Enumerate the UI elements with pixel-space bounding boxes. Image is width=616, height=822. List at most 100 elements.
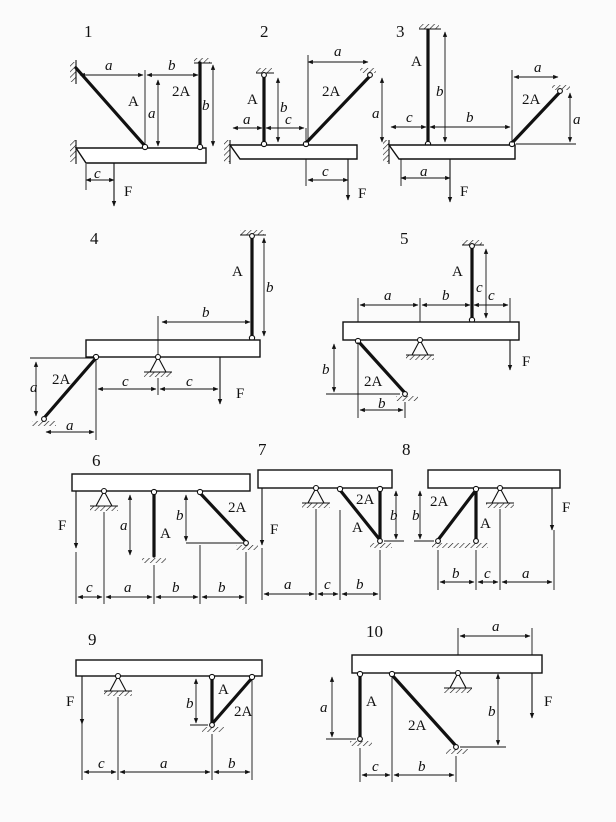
dimension-label: c bbox=[406, 110, 413, 126]
rigid-beam bbox=[351, 654, 543, 674]
dimension-label: c bbox=[86, 580, 93, 596]
rod-2A bbox=[198, 491, 248, 544]
dimension-label: c bbox=[94, 166, 101, 182]
scheme-number: 6 bbox=[92, 451, 101, 470]
dimension-label: a bbox=[160, 756, 168, 772]
ceiling-support bbox=[419, 24, 439, 29]
dimension-label: b bbox=[322, 362, 330, 378]
dimension-label: c bbox=[324, 577, 331, 593]
scheme-1: 1 a b a b c A 2A F bbox=[70, 22, 216, 207]
area-label: A bbox=[218, 682, 229, 698]
dimension-label: c bbox=[98, 756, 105, 772]
dimension-label: b bbox=[412, 508, 420, 524]
ceiling-support bbox=[194, 58, 210, 63]
area-label: A bbox=[128, 94, 139, 110]
rigid-beam bbox=[387, 144, 516, 160]
dimension-label: c bbox=[476, 280, 483, 296]
rod-A bbox=[74, 66, 147, 148]
area-label: A bbox=[366, 694, 377, 710]
ceiling-support bbox=[462, 240, 482, 245]
dimension-label: c bbox=[488, 288, 495, 304]
dimension-label: b bbox=[378, 396, 386, 412]
dimension-label: b bbox=[186, 696, 194, 712]
area-label: A bbox=[452, 264, 463, 280]
scheme-8: 8 b b c a 2A A F bbox=[402, 440, 570, 590]
force-label: F bbox=[124, 184, 132, 200]
scheme-number: 10 bbox=[366, 622, 383, 641]
rod-A bbox=[338, 488, 382, 542]
scheme-3: 3 b c b a a a A 2A F bbox=[383, 22, 581, 203]
dimension-label: b bbox=[266, 280, 274, 296]
force-label: F bbox=[522, 354, 530, 370]
dimension-label: a bbox=[148, 106, 156, 122]
dimension-label: b bbox=[218, 580, 226, 596]
dimension-label: a bbox=[120, 518, 128, 534]
rod-2A bbox=[304, 74, 372, 145]
area-label: 2A bbox=[322, 84, 341, 100]
wall-support bbox=[383, 140, 389, 162]
dimension-label: b bbox=[172, 580, 180, 596]
dimension-label: a bbox=[534, 60, 542, 76]
scheme-7: 7 b a c b 2A A F bbox=[257, 440, 404, 600]
scheme-4: 4 b b a a c c A 2A F bbox=[30, 229, 274, 440]
dimension-label: b bbox=[390, 508, 398, 524]
scheme-number: 9 bbox=[88, 630, 97, 649]
dimension-label: b bbox=[356, 577, 364, 593]
rod-2A bbox=[356, 339, 407, 395]
rod-2A bbox=[390, 673, 458, 748]
dimension-label: b bbox=[228, 756, 236, 772]
dimension-label: a bbox=[420, 164, 428, 180]
area-label: A bbox=[232, 264, 243, 280]
dimension-label: b bbox=[280, 100, 288, 116]
rod-2A bbox=[42, 356, 98, 420]
rigid-beam bbox=[71, 473, 251, 492]
force-label: F bbox=[66, 694, 74, 710]
rigid-beam bbox=[75, 659, 263, 677]
rigid-beam bbox=[342, 321, 520, 341]
rigid-beam bbox=[257, 469, 393, 489]
dimension-label: b bbox=[168, 58, 176, 74]
force-label: F bbox=[58, 518, 66, 534]
dimension-label: b bbox=[176, 508, 184, 524]
scheme-number: 4 bbox=[90, 229, 99, 248]
force-label: F bbox=[270, 522, 278, 538]
dimension-label: a bbox=[124, 580, 132, 596]
dimension-label: c bbox=[484, 566, 491, 582]
dimension-label: a bbox=[372, 106, 380, 122]
rigid-beam bbox=[85, 339, 261, 358]
dimension-label: b bbox=[466, 110, 474, 126]
area-label: 2A bbox=[228, 500, 247, 516]
area-label: A bbox=[480, 516, 491, 532]
area-label: 2A bbox=[364, 374, 383, 390]
area-label: 2A bbox=[356, 492, 375, 508]
dimension-label: a bbox=[492, 619, 500, 635]
dimension-label: b bbox=[202, 305, 210, 321]
scheme-number: 3 bbox=[396, 22, 405, 41]
dimension-label: a bbox=[105, 58, 113, 74]
rigid-beam bbox=[74, 147, 207, 164]
wall-support bbox=[70, 62, 76, 82]
force-label: F bbox=[460, 184, 468, 200]
scheme-number: 1 bbox=[84, 22, 93, 41]
scheme-2: 2 a c b a a c A 2A F bbox=[224, 22, 385, 202]
force-label: F bbox=[358, 186, 366, 202]
dimension-label: a bbox=[573, 112, 581, 128]
dimension-label: b bbox=[202, 98, 210, 114]
dimension-label: a bbox=[30, 380, 38, 396]
rod-2A bbox=[210, 676, 254, 726]
force-label: F bbox=[236, 386, 244, 402]
area-label: 2A bbox=[234, 704, 253, 720]
dimension-label: b bbox=[488, 704, 496, 720]
dimension-label: b bbox=[442, 288, 450, 304]
rod-2A bbox=[510, 90, 562, 145]
scheme-number: 8 bbox=[402, 440, 411, 459]
ceiling-support bbox=[552, 85, 570, 90]
dimension-label: c bbox=[322, 164, 329, 180]
dimension-label: a bbox=[320, 700, 328, 716]
dimension-label: c bbox=[122, 374, 129, 390]
ceiling-support bbox=[360, 68, 376, 73]
dimension-label: a bbox=[284, 577, 292, 593]
area-label: 2A bbox=[52, 372, 71, 388]
